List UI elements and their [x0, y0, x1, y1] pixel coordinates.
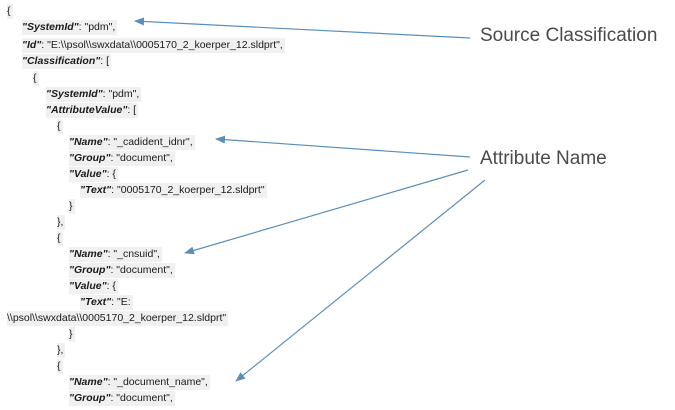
- attribute-name-callout: Attribute Name: [480, 148, 607, 169]
- arrow-to-cnsuid-name: [184, 169, 469, 255]
- code-line: "Group": "document",: [69, 391, 175, 406]
- code-line: "Value": {: [69, 279, 118, 294]
- code-line: {: [7, 4, 13, 19]
- code-line: "AttributeValue": [: [46, 103, 139, 118]
- code-line: "Text": "E:: [80, 295, 133, 310]
- code-line: {: [57, 231, 63, 246]
- arrow-to-document-name: [235, 179, 486, 382]
- code-line: "Group": "document",: [69, 151, 175, 166]
- code-line: "Group": "document",: [69, 263, 175, 278]
- code-line: \\psol\\swxdata\\0005170_2_koerper_12.sl…: [7, 311, 229, 326]
- code-line: {: [57, 119, 63, 134]
- source-classification-callout: Source Classification: [480, 25, 658, 46]
- code-line: "Name": "_cadident_idnr",: [69, 135, 195, 150]
- code-line: "Name": "_document_name",: [69, 375, 210, 390]
- arrow-to-cadident-name: [215, 135, 471, 158]
- code-line: {: [57, 359, 63, 374]
- code-line: "SystemId": "pdm",: [46, 87, 142, 102]
- code-line: {: [33, 71, 39, 86]
- arrow-to-system-id: [134, 17, 471, 39]
- code-line: "Text": "0005170_2_koerper_12.sldprt": [80, 183, 267, 198]
- code-line: "Value": {: [69, 167, 118, 182]
- code-line: },: [57, 215, 66, 230]
- code-line: }: [69, 199, 75, 214]
- code-line: "Classification": [: [22, 54, 111, 69]
- code-line: },: [57, 343, 66, 358]
- code-line: "Id": "E:\\psol\\swxdata\\0005170_2_koer…: [22, 38, 285, 53]
- code-line: }: [69, 327, 75, 342]
- code-line: "SystemId": "pdm",: [22, 20, 118, 35]
- code-line: "Name": "_cnsuid",: [69, 247, 162, 262]
